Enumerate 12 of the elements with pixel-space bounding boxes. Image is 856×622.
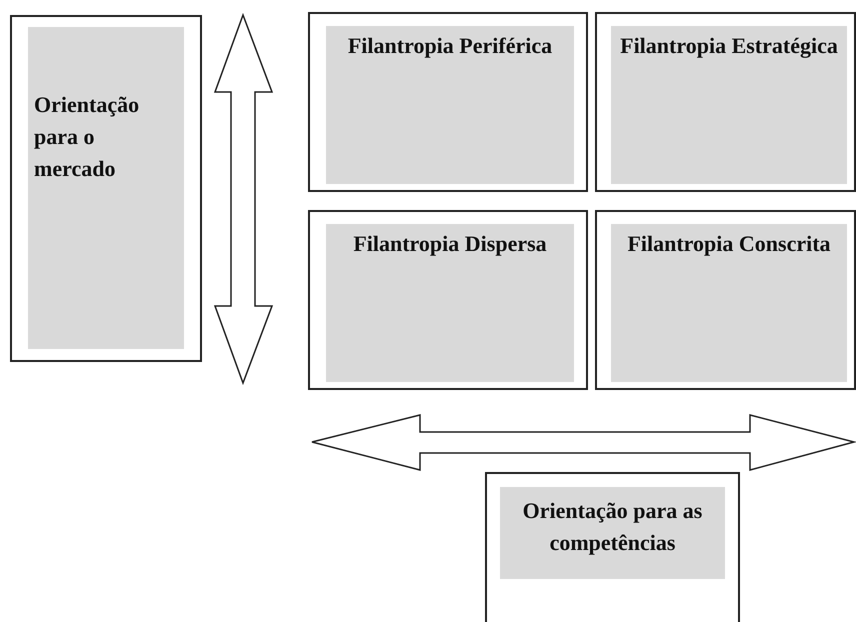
quadrant-box	[595, 12, 856, 192]
quadrant-box	[308, 210, 588, 390]
box-title: Filantropia Estratégica	[619, 32, 839, 60]
box-title: Orientação para o mercado	[34, 91, 140, 183]
box-title: Filantropia Periférica	[346, 32, 554, 60]
box-title: Filantropia Conscrita	[626, 230, 832, 258]
quadrant-box	[308, 12, 588, 192]
box-title: Filantropia Dispersa	[352, 230, 548, 258]
quadrant-box	[595, 210, 856, 390]
box-title: Orientação para as competências	[522, 497, 704, 557]
axis-box	[10, 15, 202, 362]
axis-box	[485, 472, 740, 622]
